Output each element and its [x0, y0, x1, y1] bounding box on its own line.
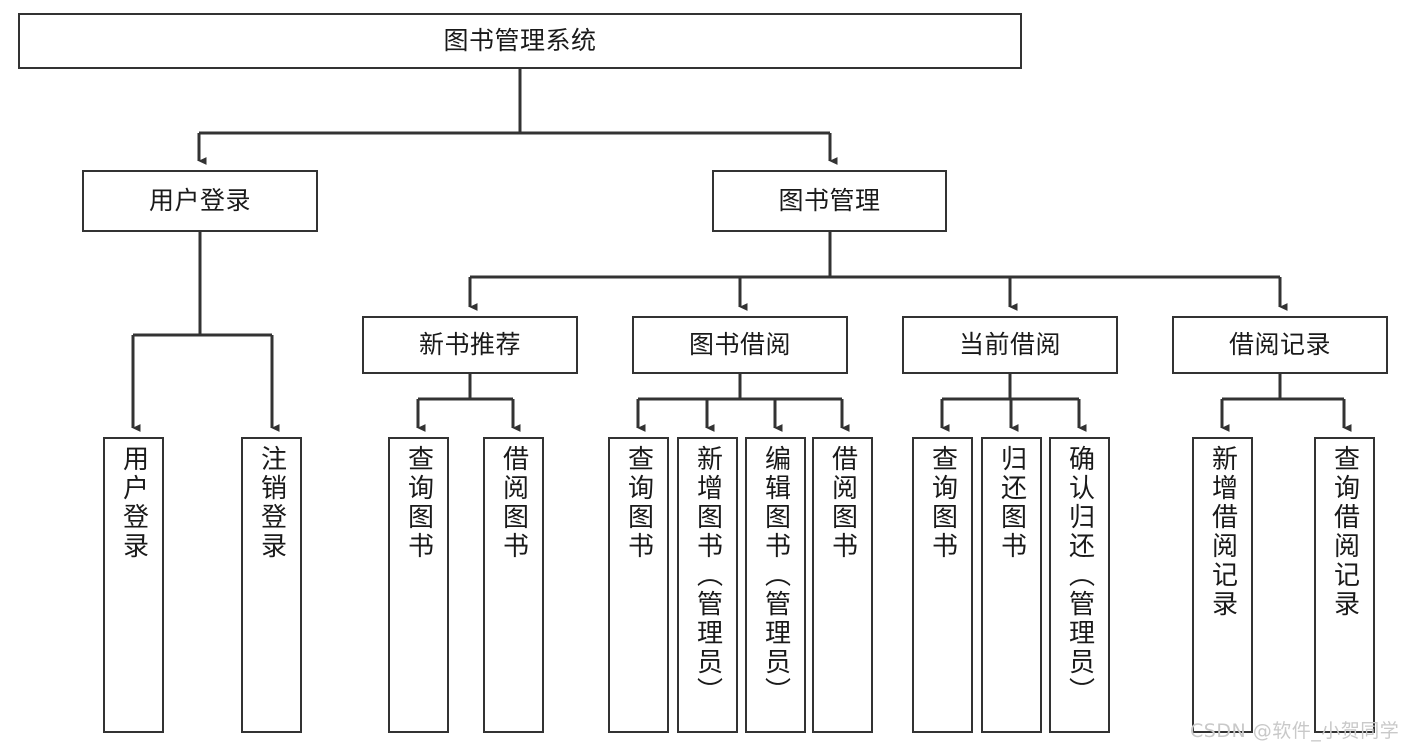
node-leaf-add-borrow-record[interactable]: 新增借阅记录 [1192, 437, 1253, 733]
node-leaf-logout[interactable]: 注销登录 [241, 437, 302, 733]
node-current-borrow-label: 当前借阅 [958, 330, 1061, 360]
node-current-borrow[interactable]: 当前借阅 [902, 316, 1118, 374]
node-leaf-edit-book-admin[interactable]: 编辑图书（管理员） [745, 437, 806, 733]
node-leaf-borrow-book-rec-label: 借阅图书 [498, 445, 529, 561]
node-leaf-query-borrow-record[interactable]: 查询借阅记录 [1314, 437, 1375, 733]
node-borrow-record[interactable]: 借阅记录 [1172, 316, 1388, 374]
node-leaf-add-book-admin-label: 新增图书（管理员） [692, 445, 723, 706]
node-user-login[interactable]: 用户登录 [82, 170, 318, 232]
node-leaf-query-book-rec-label: 查询图书 [403, 445, 434, 561]
node-leaf-confirm-return-admin-label: 确认归还（管理员） [1064, 445, 1095, 706]
node-leaf-query-book-rec[interactable]: 查询图书 [388, 437, 449, 733]
node-root[interactable]: 图书管理系统 [18, 13, 1022, 69]
node-book-manage-label: 图书管理 [778, 186, 881, 216]
node-root-label: 图书管理系统 [443, 26, 597, 56]
node-leaf-query-book-current-label: 查询图书 [927, 445, 958, 561]
node-leaf-query-book-label: 查询图书 [623, 445, 654, 561]
node-leaf-return-book[interactable]: 归还图书 [981, 437, 1042, 733]
node-book-borrow-label: 图书借阅 [688, 330, 791, 360]
node-user-login-label: 用户登录 [148, 186, 251, 216]
node-leaf-query-book[interactable]: 查询图书 [608, 437, 669, 733]
node-leaf-query-book-current[interactable]: 查询图书 [912, 437, 973, 733]
node-leaf-borrow-book-rec[interactable]: 借阅图书 [483, 437, 544, 733]
node-leaf-return-book-label: 归还图书 [996, 445, 1027, 561]
node-book-borrow[interactable]: 图书借阅 [632, 316, 848, 374]
node-leaf-user-login[interactable]: 用户登录 [103, 437, 164, 733]
node-leaf-add-borrow-record-label: 新增借阅记录 [1207, 445, 1238, 619]
node-leaf-borrow-book[interactable]: 借阅图书 [812, 437, 873, 733]
node-book-manage[interactable]: 图书管理 [712, 170, 947, 232]
node-new-book-rec[interactable]: 新书推荐 [362, 316, 578, 374]
node-borrow-record-label: 借阅记录 [1228, 330, 1331, 360]
watermark: CSDN @软件_小贺同学 [1190, 720, 1400, 742]
node-leaf-query-borrow-record-label: 查询借阅记录 [1329, 445, 1360, 619]
node-leaf-borrow-book-label: 借阅图书 [827, 445, 858, 561]
node-new-book-rec-label: 新书推荐 [418, 330, 521, 360]
node-leaf-logout-label: 注销登录 [256, 445, 287, 561]
node-leaf-user-login-label: 用户登录 [118, 445, 149, 561]
node-leaf-add-book-admin[interactable]: 新增图书（管理员） [677, 437, 738, 733]
node-leaf-confirm-return-admin[interactable]: 确认归还（管理员） [1049, 437, 1110, 733]
node-leaf-edit-book-admin-label: 编辑图书（管理员） [760, 445, 791, 706]
